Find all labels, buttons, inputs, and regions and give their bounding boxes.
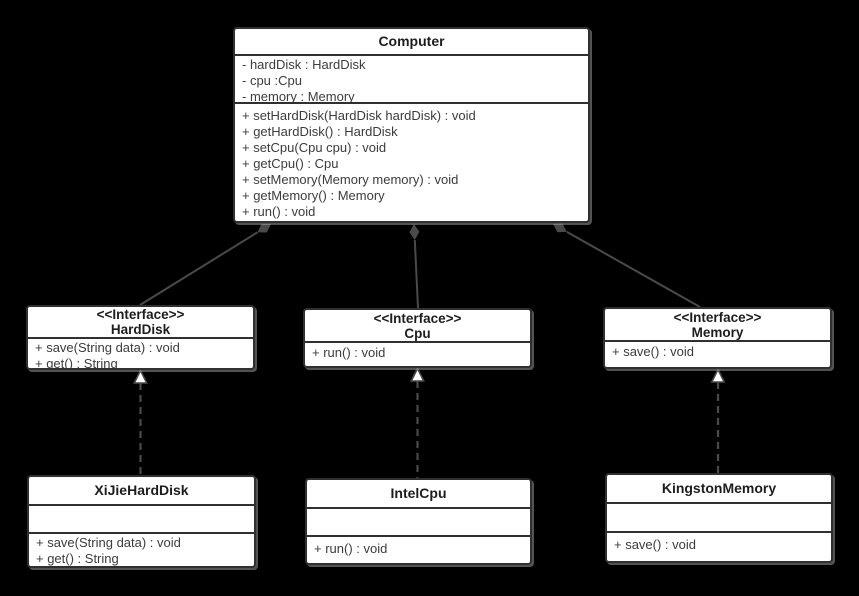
class-computer[interactable]: Computer - hardDisk : HardDisk - cpu :Cp… <box>233 27 590 223</box>
method: + get() : String <box>35 356 118 368</box>
class-title-bar: IntelCpu <box>307 480 530 507</box>
methods-section: + setHardDisk(HardDisk hardDisk) : void … <box>235 102 588 221</box>
method: + get() : String <box>36 551 119 566</box>
class-title-bar: KingstonMemory <box>607 475 831 502</box>
class-title: HardDisk <box>110 322 171 337</box>
attribute: - hardDisk : HardDisk <box>242 57 366 72</box>
methods-section: + save() : void <box>607 531 831 561</box>
stereotype: <<Interface>> <box>96 307 185 322</box>
class-intelcpu[interactable]: IntelCpu + run() : void <box>305 478 532 565</box>
interface-cpu[interactable]: <<Interface>> Cpu + run() : void <box>303 308 532 368</box>
attribute: - memory : Memory <box>242 89 355 102</box>
methods-section: + save() : void <box>605 340 830 367</box>
attributes-section: - hardDisk : HardDisk - cpu :Cpu - memor… <box>235 54 588 102</box>
attribute: - cpu :Cpu <box>242 73 302 88</box>
method: + save(String data) : void <box>36 535 181 550</box>
class-title: XiJieHardDisk <box>94 482 189 498</box>
stereotype: <<Interface>> <box>373 310 462 326</box>
methods-section: + run() : void <box>305 341 530 366</box>
method: + save(String data) : void <box>35 340 180 355</box>
composition-connector-computer-cpu[interactable] <box>409 224 420 309</box>
method: + run() : void <box>312 345 386 360</box>
method: + setCpu(Cpu cpu) : void <box>242 140 387 155</box>
method: + getCpu() : Cpu <box>242 156 339 171</box>
method: + getHardDisk() : HardDisk <box>242 124 398 139</box>
class-title-bar: XiJieHardDisk <box>29 477 254 504</box>
attributes-section-empty <box>607 502 831 531</box>
method: + run() : void <box>314 541 388 556</box>
realization-connector-xijie-harddisk[interactable] <box>133 368 148 476</box>
filled-diamond-icon <box>553 223 567 233</box>
method: + setHardDisk(HardDisk hardDisk) : void <box>242 108 476 123</box>
class-title-bar: Computer <box>235 29 588 54</box>
class-kingstonmemory[interactable]: KingstonMemory + save() : void <box>605 473 833 563</box>
method: + save() : void <box>612 344 695 359</box>
realization-connector-intel-cpu[interactable] <box>410 366 425 479</box>
method: + run() : void <box>242 204 316 219</box>
class-title-bar: <<Interface>> HardDisk <box>28 307 253 337</box>
methods-section: + run() : void <box>307 535 530 563</box>
class-title: IntelCpu <box>390 485 447 501</box>
hollow-triangle-icon <box>410 366 425 382</box>
filled-diamond-icon <box>257 224 271 233</box>
interface-harddisk[interactable]: <<Interface>> HardDisk + save(String dat… <box>26 305 255 370</box>
class-xijieharddisk[interactable]: XiJieHardDisk + save(String data) : void… <box>27 475 256 568</box>
class-title: Computer <box>378 33 445 49</box>
methods-section: + save(String data) : void + get() : Str… <box>28 337 253 368</box>
interface-memory[interactable]: <<Interface>> Memory + save() : void <box>603 307 832 369</box>
hollow-triangle-icon <box>133 368 148 384</box>
attributes-section-empty <box>307 507 530 535</box>
composition-connector-computer-memory[interactable] <box>553 223 701 308</box>
stereotype: <<Interface>> <box>673 309 762 325</box>
realization-connector-kingston-memory[interactable] <box>710 367 726 474</box>
composition-connector-computer-harddisk[interactable] <box>139 224 271 306</box>
method: + getMemory() : Memory <box>242 188 385 203</box>
filled-diamond-icon <box>409 224 420 240</box>
class-title: KingstonMemory <box>661 480 777 496</box>
methods-section: + save(String data) : void + get() : Str… <box>29 532 254 566</box>
hollow-triangle-icon <box>710 367 726 383</box>
class-title-bar: <<Interface>> Cpu <box>305 310 530 341</box>
method: + setMemory(Memory memory) : void <box>242 172 459 187</box>
method: + save() : void <box>614 537 697 552</box>
class-title-bar: <<Interface>> Memory <box>605 309 830 340</box>
class-title: Memory <box>691 324 744 340</box>
attributes-section-empty <box>29 504 254 532</box>
class-title: Cpu <box>404 325 431 341</box>
